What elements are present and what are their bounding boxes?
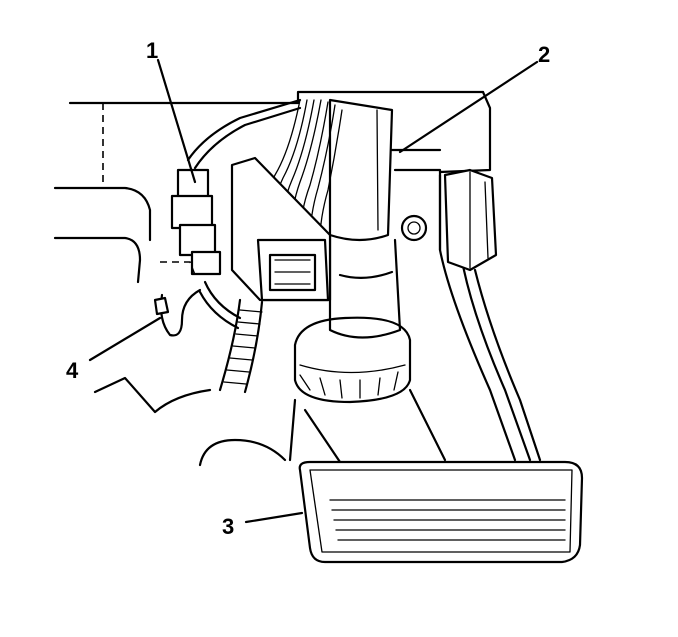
floor-outline xyxy=(93,376,287,467)
callout-1: 1 xyxy=(146,38,158,63)
callout-3: 3 xyxy=(222,514,234,539)
retainer-clip xyxy=(153,261,242,337)
callout-2: 2 xyxy=(538,42,550,67)
corrugated-conduit xyxy=(218,298,264,394)
pedal-arm xyxy=(288,388,447,464)
side-rails xyxy=(438,168,542,462)
brake-pedal-pad xyxy=(298,460,584,564)
main-connector xyxy=(230,156,332,302)
leader-1 xyxy=(156,58,197,184)
callout-leaders xyxy=(88,58,539,524)
mounting-bolt xyxy=(400,214,428,242)
callout-4: 4 xyxy=(66,358,79,383)
leader-3 xyxy=(244,511,304,524)
pedal-pivot-boot xyxy=(293,316,412,404)
leader-2 xyxy=(398,60,539,154)
leader-4 xyxy=(88,316,162,362)
